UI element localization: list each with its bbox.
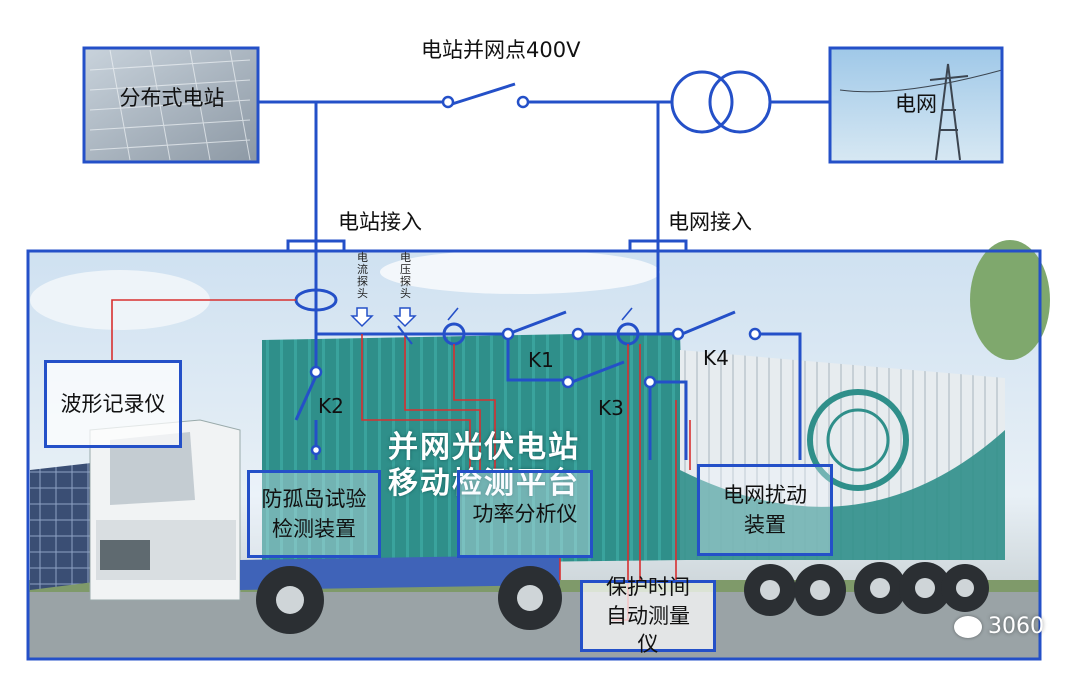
station-access-label: 电站接入 (338, 210, 422, 234)
distributed-station-image (84, 48, 258, 162)
platform-frame (26, 249, 1042, 661)
grid-connection-point-label: 电站并网点400V (421, 38, 581, 62)
switch-contacts (309, 95, 762, 456)
watermark: 3060 (954, 614, 1044, 639)
voltage-probe-label: 电压探头 (400, 251, 411, 300)
distributed-station-label: 分布式电站 (119, 85, 225, 110)
truck-scene (28, 240, 1050, 659)
anti-islanding-test-box: 防孤岛试验检测装置 (247, 470, 381, 558)
k3-label: K3 (598, 396, 624, 420)
grid-access-label: 电网接入 (668, 210, 752, 234)
k4-label: K4 (703, 346, 729, 370)
watermark-text: 3060 (988, 614, 1044, 639)
k1-label: K1 (528, 348, 554, 372)
grid-frame (828, 46, 1004, 164)
main-wiring (258, 70, 830, 460)
power-analyzer-box: 功率分析仪 (457, 470, 593, 558)
probe-slashes (447, 307, 633, 321)
current-probe-label: 电流探头 (357, 251, 368, 300)
power-grid-label: 电网 (895, 91, 937, 116)
waveform-recorder-box: 波形记录仪 (44, 360, 182, 448)
protection-timer-box: 保护时间自动测量仪 (580, 575, 716, 656)
wechat-icon (954, 615, 982, 638)
voltage-probe-mark (397, 325, 413, 345)
grid-disturbance-box: 电网扰动装置 (697, 464, 833, 556)
probe-arrows (350, 307, 417, 328)
station-frame (82, 46, 260, 164)
k2-label: K2 (318, 394, 344, 418)
power-grid-image (830, 48, 1003, 162)
